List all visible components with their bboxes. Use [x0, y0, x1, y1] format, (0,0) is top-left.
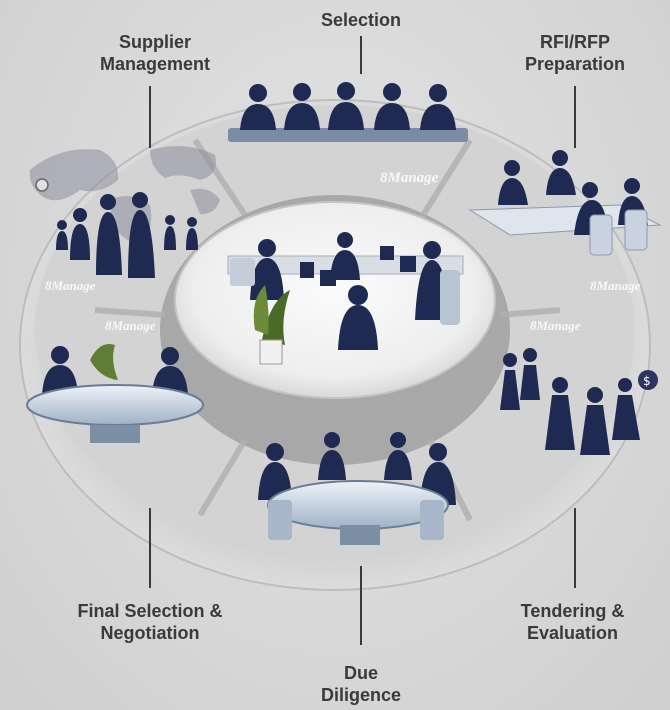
label-selection-line-1: Selection	[320, 10, 402, 30]
label-rfi-rfp: RFI/RFP Preparation	[515, 31, 635, 75]
label-tendering: Tendering & Evaluation	[505, 600, 640, 644]
watermark-1: 8Manage	[380, 170, 439, 186]
rfi-meeting-people	[468, 150, 662, 256]
label-rfi-rfp-line-1: RFI/RFP	[540, 32, 610, 52]
watermark-2: 8Manage	[590, 278, 641, 293]
supplier-people	[56, 192, 198, 278]
label-due-diligence-line-2: Diligence	[320, 685, 402, 705]
label-selection: Selection	[311, 9, 411, 31]
label-supplier-management: Supplier Management	[90, 31, 220, 75]
label-connectors	[149, 36, 576, 645]
world-map	[29, 146, 220, 245]
label-rfi-rfp-line-2: Preparation	[524, 54, 626, 74]
watermark-4: 8Manage	[45, 278, 96, 293]
negotiation-table	[26, 344, 204, 443]
selection-panel-people	[228, 82, 468, 142]
label-final-selection-line-2: Negotiation	[100, 623, 200, 643]
due-diligence-table	[258, 432, 456, 545]
watermarks: 8Manage 8Manage 8Manage 8Manage 8Manage	[45, 170, 641, 333]
label-tendering-line-1: Tendering &	[520, 601, 625, 621]
watermark-5: 8Manage	[105, 318, 156, 333]
center-plate	[174, 201, 496, 399]
tendering-runners: $	[500, 348, 658, 455]
label-due-diligence-line-1: Due	[343, 663, 378, 683]
map-marker	[35, 178, 49, 192]
label-tendering-line-2: Evaluation	[526, 623, 619, 643]
central-office	[227, 232, 464, 365]
label-final-selection-line-1: Final Selection &	[77, 601, 223, 621]
label-final-selection: Final Selection & Negotiation	[55, 600, 245, 644]
watermark-3: 8Manage	[530, 318, 581, 333]
label-supplier-line-2: Management	[99, 54, 211, 74]
label-supplier-line-1: Supplier	[118, 32, 191, 52]
label-due-diligence: Due Diligence	[301, 662, 421, 706]
svg-text:$: $	[643, 374, 651, 388]
